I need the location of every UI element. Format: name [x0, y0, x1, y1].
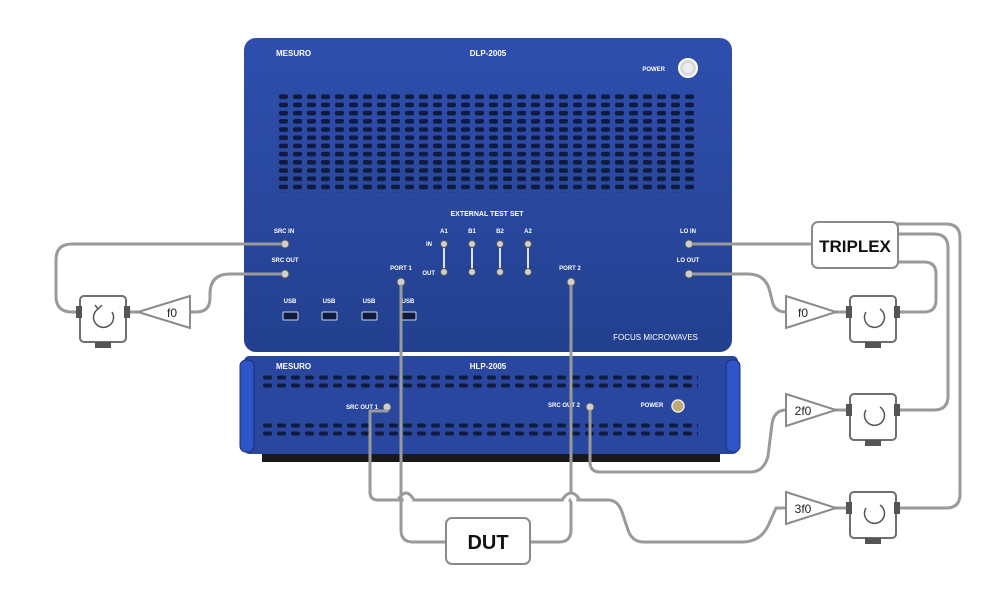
right-amplifier-2f0: 2f0	[785, 392, 840, 428]
cable-src-out2-2f0	[588, 408, 788, 474]
triplex-label: TRIPLEX	[819, 237, 891, 256]
amp-2f0-label: 2f0	[795, 404, 812, 418]
channel-in-connector[interactable]	[524, 240, 532, 248]
lower-model: HLP-2005	[470, 362, 507, 371]
right-amplifier-f0: f0	[785, 294, 840, 330]
circulation-arrow-icon	[863, 406, 886, 427]
cable-src-out-amp	[188, 272, 283, 314]
lower-power-button[interactable]	[671, 399, 685, 413]
channel-label: A2	[524, 229, 532, 235]
channel-in-connector[interactable]	[496, 240, 504, 248]
channel-in-connector[interactable]	[468, 240, 476, 248]
usb-port[interactable]	[282, 311, 299, 321]
usb-port[interactable]	[361, 311, 378, 321]
lo-in-label: LO IN	[680, 229, 696, 235]
channel-b2: B2	[496, 229, 504, 276]
channel-out-connector[interactable]	[440, 268, 448, 276]
circulation-arrow-icon	[863, 308, 886, 329]
port2-label: PORT 2	[559, 266, 581, 272]
usb-port[interactable]	[321, 311, 338, 321]
cable-src-out1-3f0	[368, 409, 788, 544]
right-handle	[725, 359, 741, 453]
crossover-gap	[563, 492, 577, 503]
src-in-label: SRC IN	[274, 229, 294, 235]
lo-out-label: LO OUT	[677, 258, 700, 264]
upper-panel	[244, 38, 732, 352]
cable-port2-dut	[528, 284, 573, 544]
lower-brand: MESURO	[276, 362, 311, 371]
lower-vent-bottom	[262, 422, 698, 438]
lower-power-label: POWER	[641, 403, 664, 409]
cable-lo-out-f0	[691, 272, 788, 314]
cable-port1-dut	[399, 284, 448, 544]
circulation-arrow-icon	[92, 308, 115, 329]
usb-ports: USB USB USB USB	[282, 299, 417, 321]
right-amplifier-3f0: 3f0	[785, 490, 840, 526]
usb-label: USB	[402, 299, 415, 305]
channel-label: B2	[496, 229, 504, 235]
lower-base-shadow	[262, 452, 720, 462]
cables	[54, 222, 962, 544]
left-circulator	[76, 295, 130, 348]
upper-brand: MESURO	[276, 49, 311, 58]
channel-out-connector[interactable]	[468, 268, 476, 276]
upper-instrument: MESURO DLP-2005 POWER EXTERNAL TEST SET …	[244, 38, 732, 352]
out-label: OUT	[422, 271, 435, 277]
cable-triplex-3f0-loop	[894, 222, 962, 510]
triplex-box: TRIPLEX	[811, 221, 899, 269]
usb-label: USB	[363, 299, 376, 305]
dut-label: DUT	[467, 532, 508, 554]
channel-a2: A2	[524, 229, 532, 276]
right-circulator-1	[846, 295, 900, 348]
maker-label: FOCUS MICROWAVES	[613, 333, 698, 342]
upper-power-label: POWER	[642, 67, 665, 73]
channel-label: B1	[468, 229, 476, 235]
usb-port[interactable]	[400, 311, 417, 321]
test-set-label: EXTERNAL TEST SET	[451, 211, 525, 218]
upper-vent-grille	[278, 93, 698, 193]
channel-out-connector[interactable]	[524, 268, 532, 276]
lower-instrument: MESURO HLP-2005 SRC OUT 1 SRC OUT 2 POWE…	[239, 356, 741, 462]
left-amplifier: f0	[134, 294, 191, 330]
channel-in-connector[interactable]	[440, 240, 448, 248]
src-out1-label: SRC OUT 1	[346, 405, 379, 411]
usb-label: USB	[323, 299, 336, 305]
src-out-label: SRC OUT	[272, 258, 299, 264]
cable-triplex-2f0-loop	[894, 232, 950, 412]
lower-vent-top	[262, 374, 698, 390]
channel-label: A1	[440, 229, 448, 235]
crossover-hop-port1	[396, 491, 416, 502]
upper-power-button-core	[683, 63, 693, 73]
amp-f0-label: f0	[798, 306, 808, 320]
usb-label: USB	[284, 299, 297, 305]
circulation-arrow-icon	[863, 504, 886, 525]
port1-label: PORT 1	[390, 266, 412, 272]
in-label: IN	[426, 242, 432, 248]
channel-b1: B1	[468, 229, 476, 276]
cable-triplex-f0-loop	[894, 260, 938, 314]
right-circulator-2	[846, 393, 900, 446]
left-handle	[239, 359, 255, 453]
left-amp-label: f0	[167, 306, 177, 320]
amp-3f0-label: 3f0	[795, 502, 812, 516]
channel-out-connector[interactable]	[496, 268, 504, 276]
right-circulator-3	[846, 491, 900, 544]
src-out2-label: SRC OUT 2	[548, 403, 581, 409]
upper-model: DLP-2005	[470, 49, 507, 58]
cable-src-in-loop	[54, 242, 283, 314]
dut-box: DUT	[445, 517, 531, 565]
channel-a1: A1	[440, 229, 448, 276]
crossover-hop-port2	[560, 491, 582, 502]
